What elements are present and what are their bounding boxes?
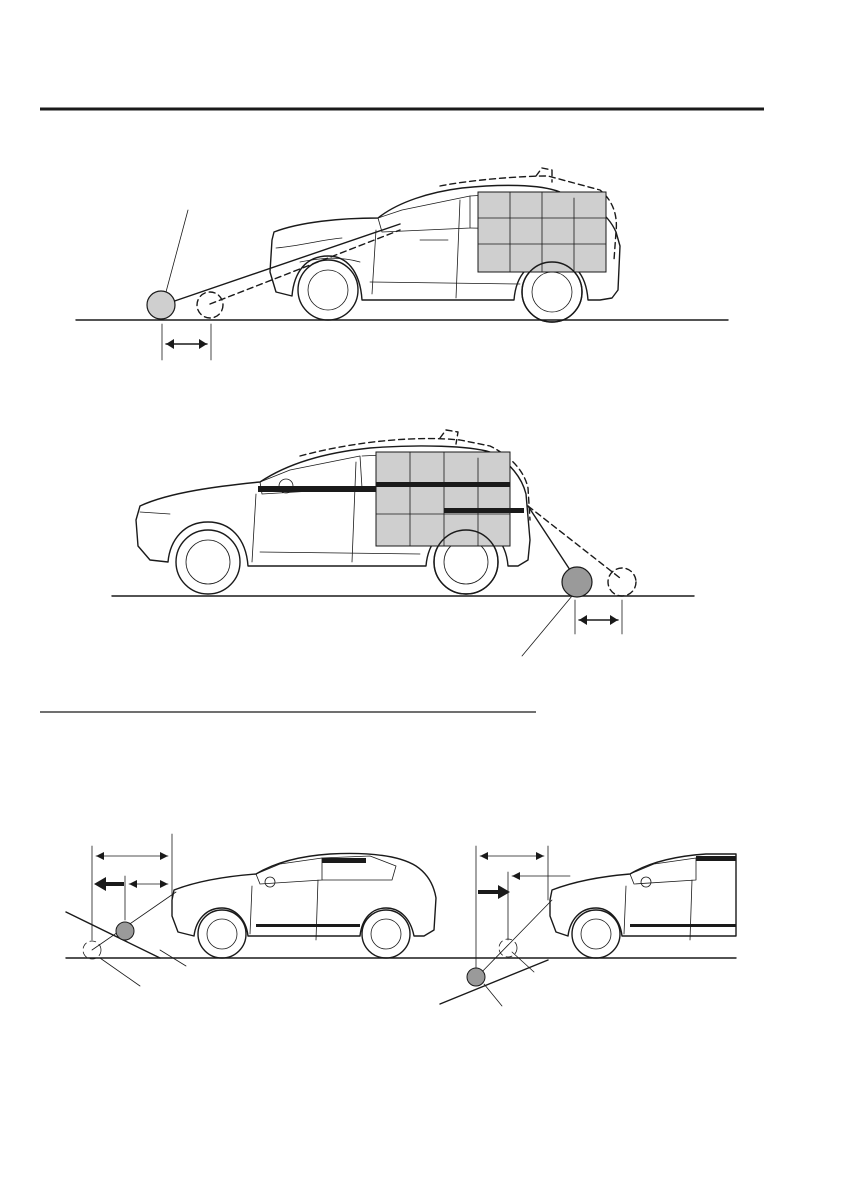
- vehicle-downhill-icon: [172, 854, 436, 959]
- cargo-load-grid: [376, 452, 524, 594]
- beam-line: [92, 892, 176, 950]
- slope-line-down: [66, 912, 160, 958]
- rear-illumination-diagram: [112, 430, 694, 656]
- offset-dimension: [575, 600, 622, 634]
- callout-leader: [522, 596, 572, 656]
- slope-comparison-diagram: [66, 834, 736, 1006]
- light-spot-normal: [608, 568, 636, 596]
- vehicle-uphill-icon: [550, 854, 736, 958]
- light-spot-actual: [467, 968, 485, 986]
- light-spot-actual: [562, 567, 592, 597]
- spoiler-dashed: [536, 168, 552, 182]
- callout-leader: [166, 210, 188, 292]
- cargo-load-grid: [478, 192, 606, 322]
- offset-dimension: [162, 324, 211, 360]
- taillight-beam-icon: [528, 506, 574, 576]
- front-illumination-diagram: [76, 168, 728, 360]
- light-spot-normal: [197, 292, 223, 318]
- light-spot-actual: [116, 922, 134, 940]
- slope-line-up: [440, 960, 548, 1004]
- spoiler-dashed: [440, 430, 458, 444]
- dimension-arrows: [94, 852, 168, 891]
- dimension-arrows: [478, 852, 570, 899]
- light-spot-actual: [147, 291, 175, 319]
- headlight-beam-dashed: [210, 230, 400, 304]
- beam-line: [476, 900, 552, 978]
